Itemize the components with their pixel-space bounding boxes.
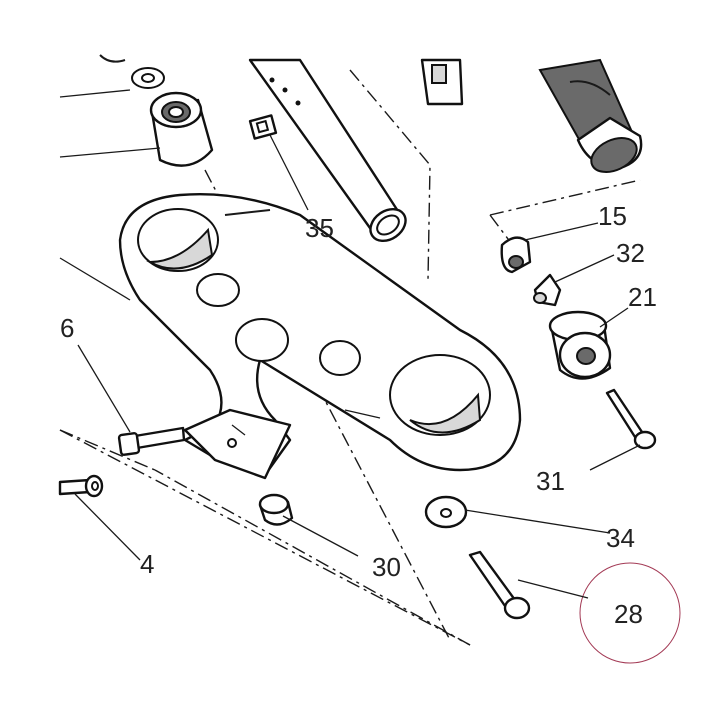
callout-labels: 6 4 35 15 32 21 31 34 30 28: [60, 201, 657, 629]
highlight-circle-mark: [579, 562, 681, 664]
bolt-part-31: [605, 388, 657, 450]
handlebar-grip: [538, 58, 643, 173]
callout-15: 15: [598, 201, 627, 231]
callout-32: 32: [616, 238, 645, 268]
triple-clamp: [118, 192, 522, 477]
bolt-part-4: [58, 474, 104, 498]
callout-34: 34: [606, 523, 635, 553]
top-bushing: [149, 91, 214, 167]
washer-part-34: [424, 495, 468, 529]
bar-end-weight-21: [548, 310, 612, 380]
callout-4: 4: [140, 549, 154, 579]
callout-21: 21: [628, 282, 657, 312]
bolt-part-28: [468, 550, 531, 620]
mounting-bracket: [183, 408, 292, 480]
callout-6: 6: [60, 313, 74, 343]
top-washer: [99, 54, 165, 89]
callout-28: 28: [614, 599, 643, 629]
insert-part-32: [533, 273, 562, 307]
top-connector: [420, 58, 464, 106]
fork-tube: [248, 58, 407, 243]
leader-lines: [59, 89, 641, 599]
cap-part-15: [500, 236, 532, 274]
nut-part-30: [258, 493, 294, 526]
callout-35: 35: [305, 213, 334, 243]
clip-part-35: [248, 114, 278, 140]
callout-30: 30: [372, 552, 401, 582]
bolt-part-6: [117, 426, 186, 456]
callout-31: 31: [536, 466, 565, 496]
